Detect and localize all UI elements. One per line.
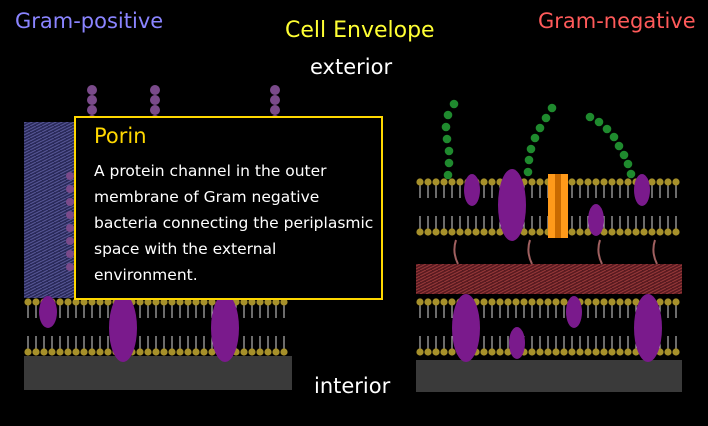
outer-membrane-protein xyxy=(498,169,526,241)
inner-membrane-protein xyxy=(634,294,662,362)
gram-positive-inner-membrane xyxy=(24,298,288,356)
membrane-protein xyxy=(39,296,57,328)
inner-membrane-protein xyxy=(566,296,582,328)
outer-membrane-protein xyxy=(588,204,604,236)
gram-negative-envelope xyxy=(416,99,682,392)
gram-negative-label: Gram-negative xyxy=(538,9,696,33)
cytoplasm-strip xyxy=(416,360,682,392)
membrane-protein xyxy=(211,294,239,362)
interior-label: interior xyxy=(314,374,391,398)
lipoprotein-links xyxy=(453,239,658,265)
lipopolysaccharide-chains xyxy=(441,99,636,180)
porin-pore xyxy=(555,174,561,238)
callout-text: A protein channel in the outer membrane … xyxy=(94,162,374,284)
outer-membrane-protein xyxy=(634,174,650,206)
diagram-title: Cell Envelope xyxy=(285,18,435,43)
cytoplasm-strip xyxy=(24,356,292,390)
inner-membrane-protein xyxy=(509,327,525,359)
inner-membrane-protein xyxy=(452,294,480,362)
membrane-protein xyxy=(109,294,137,362)
gram-positive-label: Gram-positive xyxy=(15,9,164,33)
outer-membrane-protein xyxy=(464,174,480,206)
peptidoglycan-layer-thin xyxy=(416,264,682,294)
porin-callout-box: Porin A protein channel in the outer mem… xyxy=(74,116,383,300)
exterior-label: exterior xyxy=(310,55,393,79)
callout-heading: Porin xyxy=(94,124,147,148)
